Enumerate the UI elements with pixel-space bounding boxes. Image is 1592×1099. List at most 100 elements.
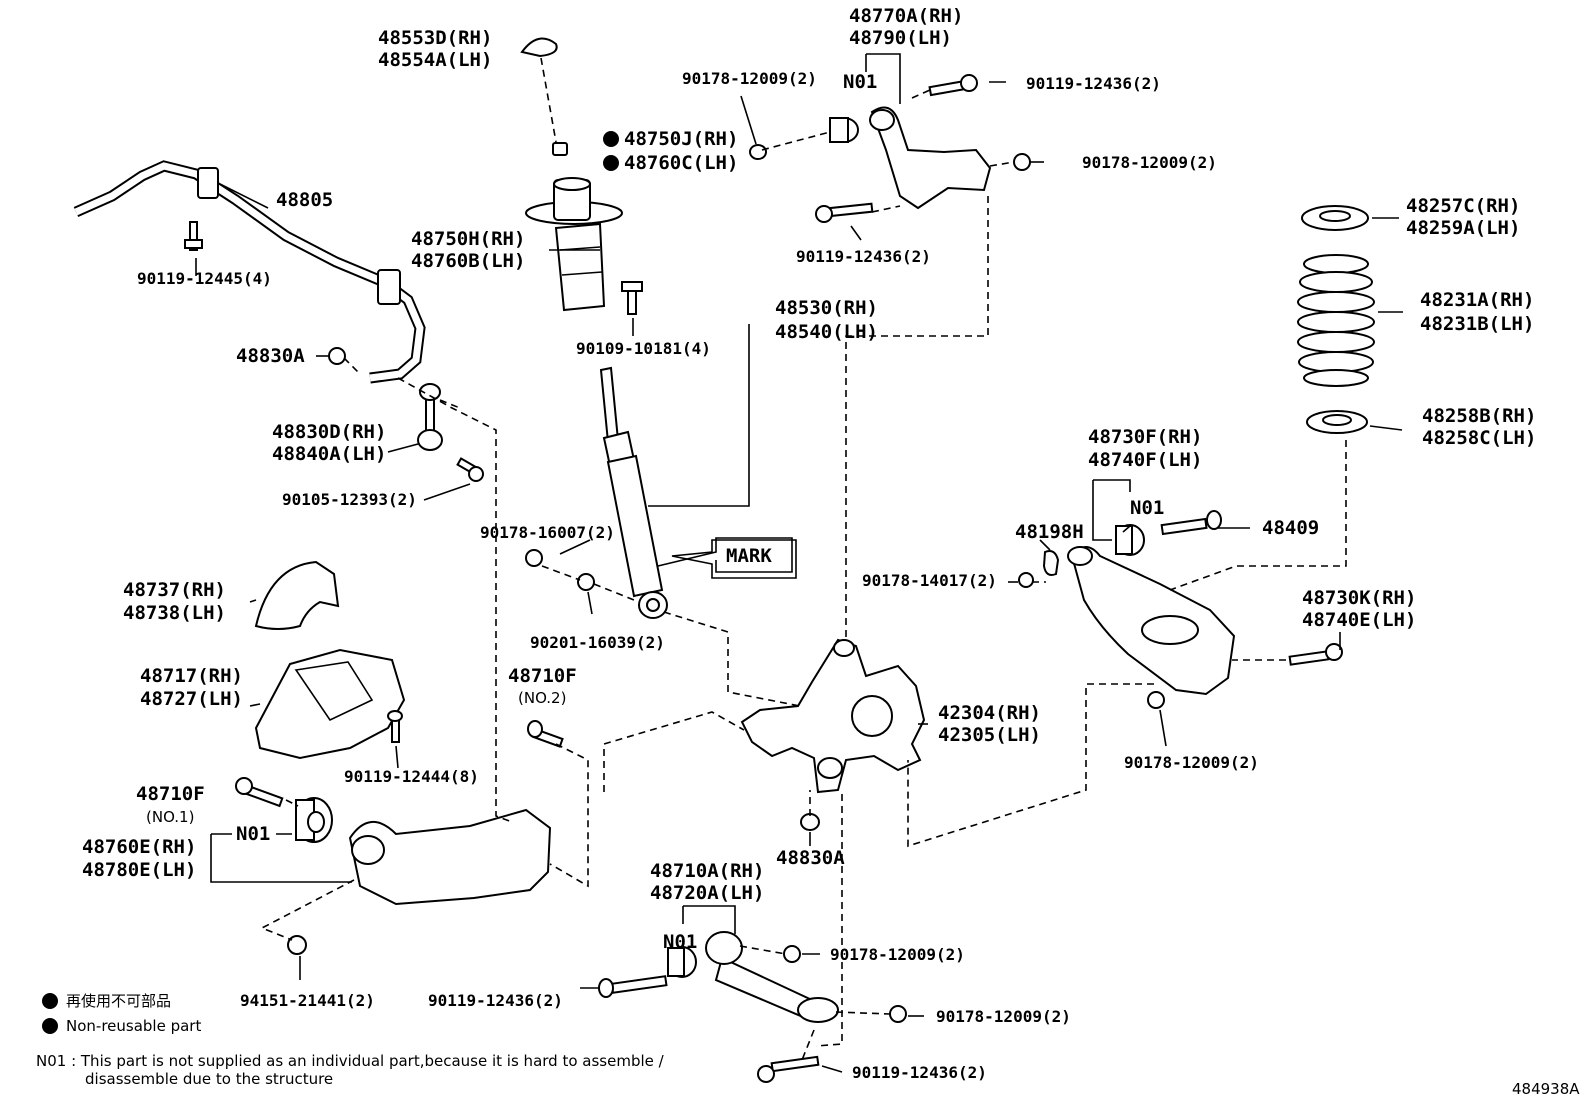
- label-48710f-no1: 48710F: [136, 783, 205, 805]
- stabilizer-bar: [73, 160, 426, 384]
- label-90119-12436-b: 90119-12436(2): [428, 991, 563, 1010]
- bolt-90119-bottom2: [757, 1055, 820, 1083]
- label-48554a: 48554A(LH): [378, 49, 492, 71]
- label-42304: 42304(RH): [938, 702, 1041, 724]
- label-no1: (NO.1): [146, 808, 194, 826]
- legend: 再使用不可部品 Non-reusable part N01 : This par…: [36, 992, 665, 1088]
- legend-en: Non-reusable part: [66, 1017, 201, 1035]
- mark-callout: [671, 539, 797, 579]
- label-48730f: 48730F(RH): [1088, 426, 1202, 448]
- bolt-90119-bottom: [598, 975, 668, 998]
- label-94151-21441: 94151-21441(2): [240, 991, 375, 1010]
- label-48540: 48540(LH): [775, 321, 878, 343]
- label-n01-top: N01: [843, 71, 877, 93]
- label-90178-12009-r: 90178-12009(2): [1082, 153, 1217, 172]
- bolt-90119-mid: [815, 202, 874, 223]
- label-90178-12009-lower: 90178-12009(2): [1124, 753, 1259, 772]
- label-90105-12393: 90105-12393(2): [282, 490, 417, 509]
- trailing-arm: [348, 808, 552, 906]
- label-48805: 48805: [276, 189, 333, 211]
- shock-absorber: [599, 366, 668, 619]
- label-90119-12444: 90119-12444(8): [344, 767, 479, 786]
- upper-spring-seat: [1301, 205, 1369, 231]
- label-48760e: 48760E(RH): [82, 836, 196, 858]
- upper-control-arm: [869, 106, 992, 210]
- label-48760c: 48760C(LH): [624, 152, 738, 174]
- label-48710a: 48710A(RH): [650, 860, 764, 882]
- bolt-90119-12444: [387, 710, 403, 743]
- label-90201-16039: 90201-16039(2): [530, 633, 665, 652]
- label-48727: 48727(LH): [140, 688, 243, 710]
- label-48530: 48530(RH): [775, 297, 878, 319]
- nut-90178-b2: [889, 1005, 907, 1023]
- label-90109-10181: 90109-10181(4): [576, 339, 711, 358]
- shock-cap: [520, 37, 558, 58]
- shock-nut: [552, 142, 568, 156]
- bolt-48710f-no1: [235, 777, 284, 808]
- label-90178-12009-b1: 90178-12009(2): [830, 945, 965, 964]
- label-48259a: 48259A(LH): [1406, 217, 1520, 239]
- label-90178-16007: 90178-16007(2): [480, 523, 615, 542]
- label-90119-12436-bb: 90119-12436(2): [852, 1063, 987, 1082]
- bolt-90105: [456, 457, 484, 482]
- label-n01-mid: N01: [1130, 497, 1164, 519]
- label-48770a: 48770A(RH): [849, 5, 963, 27]
- bolt-48730k: [1288, 643, 1343, 666]
- stabilizer-link: [417, 383, 443, 451]
- label-48198h: 48198H: [1015, 521, 1084, 543]
- label-48231a: 48231A(RH): [1420, 289, 1534, 311]
- lower-spring-seat: [1306, 410, 1368, 434]
- legend-dot-jp: [42, 993, 58, 1009]
- nonreusable-dot-48750j: [603, 131, 619, 147]
- washer-90178-16007: [525, 549, 543, 567]
- nut-48830a-left: [328, 347, 346, 365]
- bolt-48409: [1160, 510, 1222, 536]
- bolt-90119-12445: [184, 221, 203, 251]
- shock-upper-support: [525, 177, 623, 312]
- legend-jp: 再使用不可部品: [66, 992, 171, 1010]
- label-90178-12009-top: 90178-12009(2): [682, 69, 817, 88]
- label-48730k: 48730K(RH): [1302, 587, 1416, 609]
- label-90178-12009-b2: 90178-12009(2): [936, 1007, 1071, 1026]
- bushing-n01-top: [829, 117, 859, 143]
- label-n01-bot: N01: [663, 931, 697, 953]
- label-48738: 48738(LH): [123, 602, 226, 624]
- label-90178-14017: 90178-14017(2): [862, 571, 997, 590]
- bushing-n01-left: [295, 797, 333, 843]
- label-48231b: 48231B(LH): [1420, 313, 1534, 335]
- label-48409: 48409: [1262, 517, 1319, 539]
- steering-knuckle: [740, 638, 926, 794]
- label-48790: 48790(LH): [849, 27, 952, 49]
- bushing-n01-bot: [667, 946, 697, 978]
- label-48830a-left: 48830A: [236, 345, 305, 367]
- bolt-48710f-no2: [527, 720, 564, 748]
- label-48258b: 48258B(RH): [1422, 405, 1536, 427]
- washer-90201-16039: [577, 573, 595, 591]
- label-48750j: 48750J(RH): [624, 128, 738, 150]
- label-48740e: 48740E(LH): [1302, 609, 1416, 631]
- nut-94151: [287, 935, 307, 955]
- label-90119-12445: 90119-12445(4): [137, 269, 272, 288]
- label-48258c: 48258C(LH): [1422, 427, 1536, 449]
- label-48717: 48717(RH): [140, 665, 243, 687]
- nut-90178-right: [1013, 153, 1031, 171]
- footnote-line-2: disassemble due to the structure: [85, 1070, 333, 1088]
- nut-90178-14017: [1018, 572, 1034, 588]
- label-n01-left: N01: [236, 823, 270, 845]
- nut-90178-b1: [783, 945, 801, 963]
- label-48720a: 48720A(LH): [650, 882, 764, 904]
- part-labels: 48553D(RH) 48554A(LH) 90178-12009(2) N01…: [82, 5, 1536, 1082]
- label-48780e: 48780E(LH): [82, 859, 196, 881]
- bolt-90109: [621, 281, 643, 315]
- label-90119-12436-mid: 90119-12436(2): [796, 247, 931, 266]
- lower-control-arm: [1067, 546, 1236, 696]
- label-48257c: 48257C(RH): [1406, 195, 1520, 217]
- diagram-id: 484938A: [1512, 1080, 1580, 1098]
- label-48830d: 48830D(RH): [272, 421, 386, 443]
- label-90119-12436-top: 90119-12436(2): [1026, 74, 1161, 93]
- footnote-line-1: N01 : This part is not supplied as an in…: [36, 1052, 665, 1070]
- coil-spring: [1297, 254, 1375, 387]
- cover-48737: [254, 560, 340, 630]
- legend-dot-en: [42, 1018, 58, 1034]
